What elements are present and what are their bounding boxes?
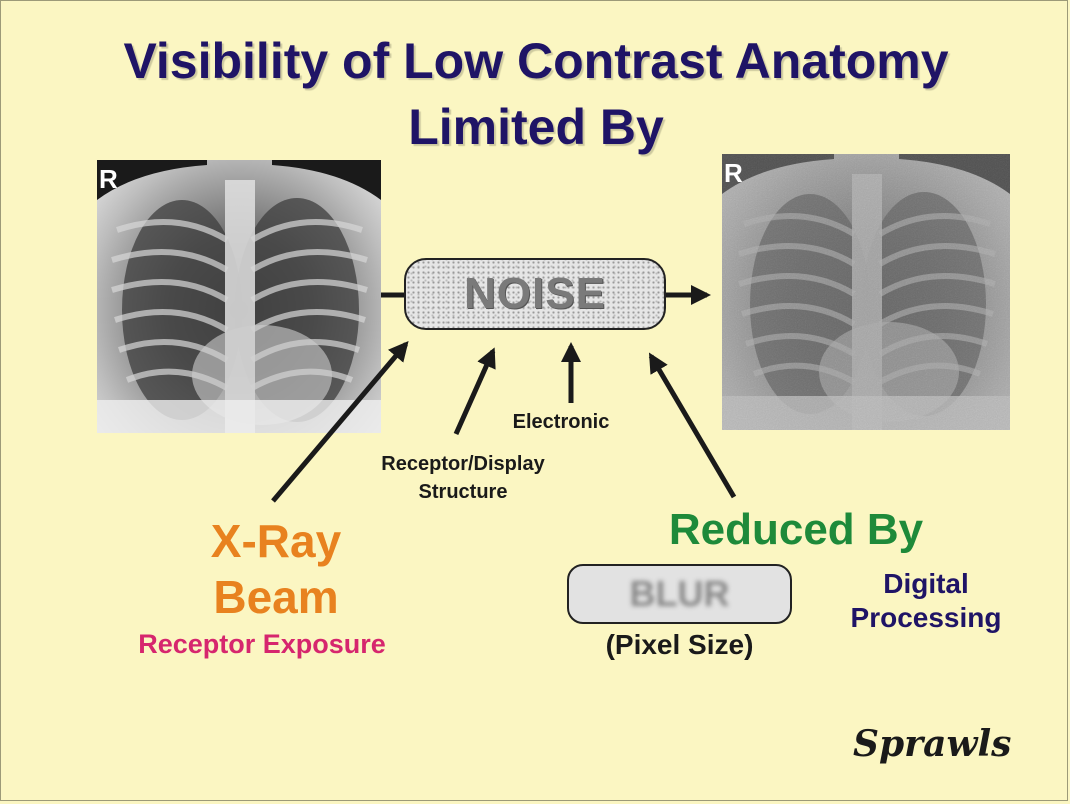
receptor-display-line: Receptor/Display	[381, 453, 545, 475]
xray-line: X-Ray	[210, 515, 342, 567]
arrow-receptor-to-noise	[453, 347, 496, 436]
digital-line: Digital	[883, 568, 969, 599]
chest-xray-original-image: R	[97, 160, 381, 433]
title-line-1: Visibility of Low Contrast Anatomy	[123, 33, 949, 89]
noise-label: NOISE	[464, 269, 606, 318]
receptor-exposure-label: Receptor Exposure	[138, 629, 386, 659]
receptor-display-structure-label: Receptor/Display Structure	[351, 450, 575, 506]
noise-box: NOISE	[404, 258, 666, 330]
blur-label: BLUR	[629, 573, 730, 614]
arrow-reduced-to-noise	[648, 352, 737, 499]
processing-line: Processing	[850, 602, 1002, 633]
author-signature: Sprawls	[853, 723, 1012, 765]
reduced-by-heading: Reduced By	[668, 505, 924, 554]
structure-line: Structure	[418, 481, 508, 503]
arrow-xray-beam-to-noise	[271, 340, 409, 503]
chest-xray-noisy-image: R	[722, 154, 1010, 430]
xray-orientation-marker: R	[99, 164, 118, 194]
pixel-size-label: (Pixel Size)	[605, 629, 754, 660]
chest-xray-original-drawing	[97, 160, 381, 433]
blur-box: BLUR	[567, 564, 792, 624]
xray-beam-label: X-Ray Beam	[151, 513, 401, 625]
electronic-label: Electronic	[512, 411, 610, 433]
chest-xray-noisy-drawing	[722, 154, 1010, 430]
beam-line: Beam	[213, 571, 339, 623]
digital-processing-label: Digital Processing	[821, 567, 1031, 635]
xray-orientation-marker: R	[724, 158, 743, 188]
title-line-2: Limited By	[408, 99, 664, 155]
